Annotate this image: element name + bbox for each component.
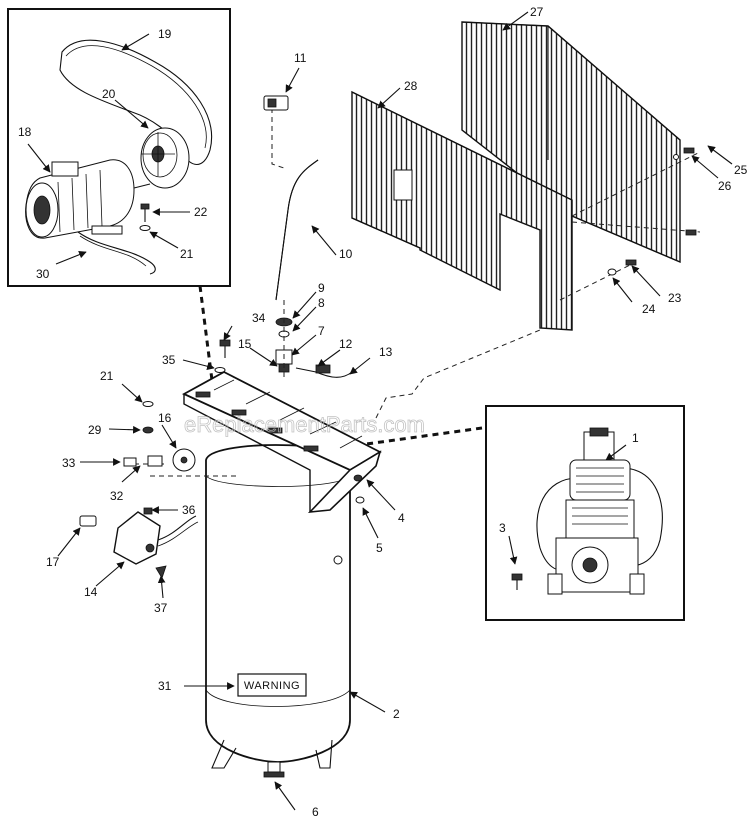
callout-18: 18: [18, 125, 32, 139]
callout-16: 16: [158, 411, 172, 425]
pressure-switch-14: [113, 511, 199, 565]
leader-dashes: [375, 329, 541, 419]
callout-31: 31: [158, 679, 172, 693]
callout-29: 29: [88, 423, 102, 437]
motor-inset: [7, 8, 231, 287]
callout-21b: 21: [180, 247, 194, 261]
callout-12: 12: [339, 337, 353, 351]
leader-motor: [198, 285, 216, 397]
callout-15: 15: [238, 337, 252, 351]
callout-17: 17: [46, 555, 60, 569]
callout-3: 3: [499, 521, 506, 535]
valve-12-13: [295, 364, 353, 378]
callout-leaders: [27, 11, 733, 811]
callout-34: 34: [252, 311, 266, 325]
callout-13: 13: [379, 345, 393, 359]
warning-label: WARNING: [244, 680, 300, 692]
callout-9: 9: [318, 281, 325, 295]
callout-8: 8: [318, 296, 325, 310]
watermark: eReplacementParts.com: [184, 412, 425, 437]
pressure-gauge-16: [134, 448, 196, 472]
fittings-7-8-9: [275, 300, 293, 380]
callout-4: 4: [398, 511, 405, 525]
callout-30: 30: [36, 267, 50, 281]
callout-36: 36: [182, 503, 196, 517]
callout-11: 11: [294, 51, 307, 65]
bolt-22: [139, 203, 151, 231]
callout-labels: 1 2 3 4 5 6 7 8 9 10 11 12 13 14 15 16 1…: [18, 5, 748, 819]
bolt-3: [511, 573, 523, 590]
motor: [25, 159, 156, 275]
fittings-32-33: [123, 455, 240, 477]
pump-inset: [485, 405, 685, 621]
callout-28: 28: [404, 79, 418, 93]
callout-32: 32: [110, 489, 124, 503]
callout-2: 2: [393, 707, 400, 721]
screws-25-26: [571, 147, 701, 236]
callout-27: 27: [530, 5, 544, 19]
callout-14: 14: [84, 585, 98, 599]
pulley: [140, 127, 190, 189]
air-tank: WARNING: [205, 444, 351, 778]
parts-17-36-37: [79, 507, 167, 579]
callout-20: 20: [102, 87, 116, 101]
callout-37: 37: [154, 601, 168, 615]
callout-6: 6: [312, 805, 319, 819]
callout-35: 35: [162, 353, 176, 367]
callout-23: 23: [668, 291, 682, 305]
callout-19: 19: [158, 27, 172, 41]
callout-26: 26: [718, 179, 732, 193]
screws-23-24: [559, 259, 637, 301]
compressor-pump: [536, 427, 663, 595]
callout-10: 10: [339, 247, 353, 261]
belt: [59, 39, 212, 166]
callout-21a: 21: [100, 369, 114, 383]
fitting-11: [263, 95, 289, 111]
saddle-bracket: [181, 370, 382, 514]
bolts-34-35-21-29: [142, 339, 365, 504]
callout-22: 22: [194, 205, 208, 219]
callout-1: 1: [632, 431, 639, 445]
callout-24: 24: [642, 302, 656, 316]
callout-7: 7: [318, 324, 325, 338]
belt-guard-back-27: [461, 21, 681, 264]
belt-guard-front-28: [351, 90, 573, 331]
callout-25: 25: [734, 163, 748, 177]
callout-5: 5: [376, 541, 383, 555]
callout-33: 33: [62, 456, 76, 470]
